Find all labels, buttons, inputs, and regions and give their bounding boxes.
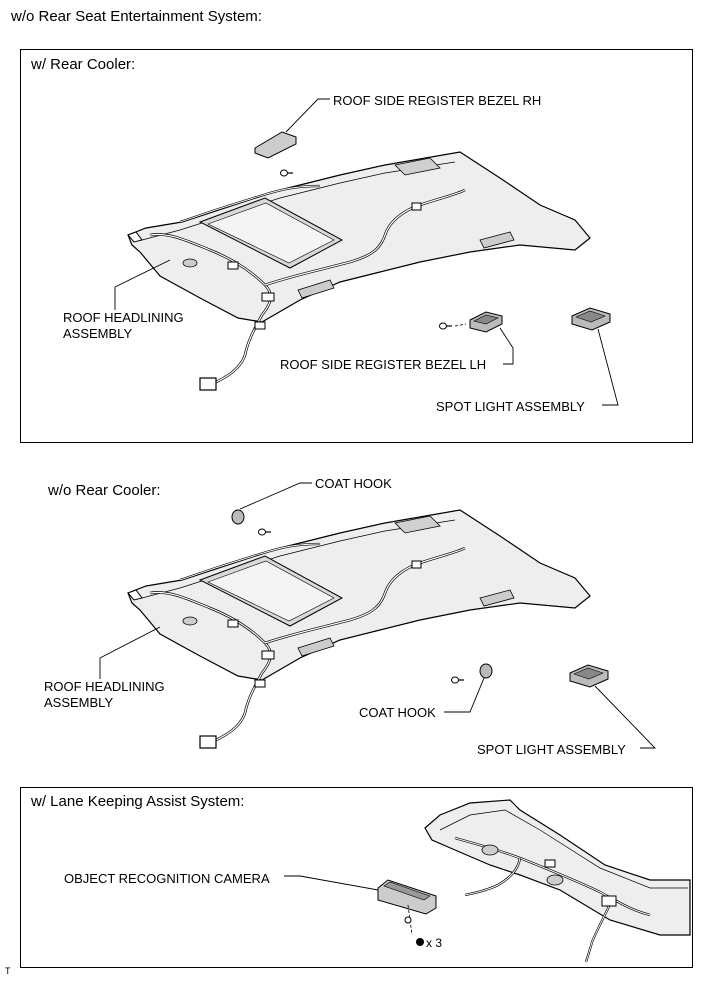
page-title: w/o Rear Seat Entertainment System: <box>11 8 262 25</box>
label-screw-quantity: x 3 <box>426 936 443 950</box>
panel-no-rear-cooler-title: w/o Rear Cooler: <box>48 482 161 499</box>
label-roof-headlining-line1-b: ROOF HEADLINING <box>44 679 165 694</box>
panel-rear-cooler-title: w/ Rear Cooler: <box>31 56 136 73</box>
label-object-recognition-camera: OBJECT RECOGNITION CAMERA <box>64 871 270 886</box>
panel-rear-cooler-frame <box>20 49 693 443</box>
label-spot-light-assembly-b: SPOT LIGHT ASSEMBLY <box>477 742 626 757</box>
label-roof-headlining-line1: ROOF HEADLINING <box>63 310 184 325</box>
label-roof-headlining-line2: ASSEMBLY <box>63 326 133 341</box>
label-roof-headlining-line2-b: ASSEMBLY <box>44 695 114 710</box>
label-spot-light-assembly: SPOT LIGHT ASSEMBLY <box>436 399 585 414</box>
label-coat-hook-top: COAT HOOK <box>315 476 392 491</box>
label-roof-side-register-bezel-rh: ROOF SIDE REGISTER BEZEL RH <box>333 93 542 108</box>
panel-lane-keeping-frame <box>20 787 693 968</box>
panel-lane-keeping-title: w/ Lane Keeping Assist System: <box>31 793 245 810</box>
footer-mark: T <box>5 966 11 976</box>
label-coat-hook-bottom: COAT HOOK <box>359 705 436 720</box>
label-roof-side-register-bezel-lh: ROOF SIDE REGISTER BEZEL LH <box>280 357 487 372</box>
